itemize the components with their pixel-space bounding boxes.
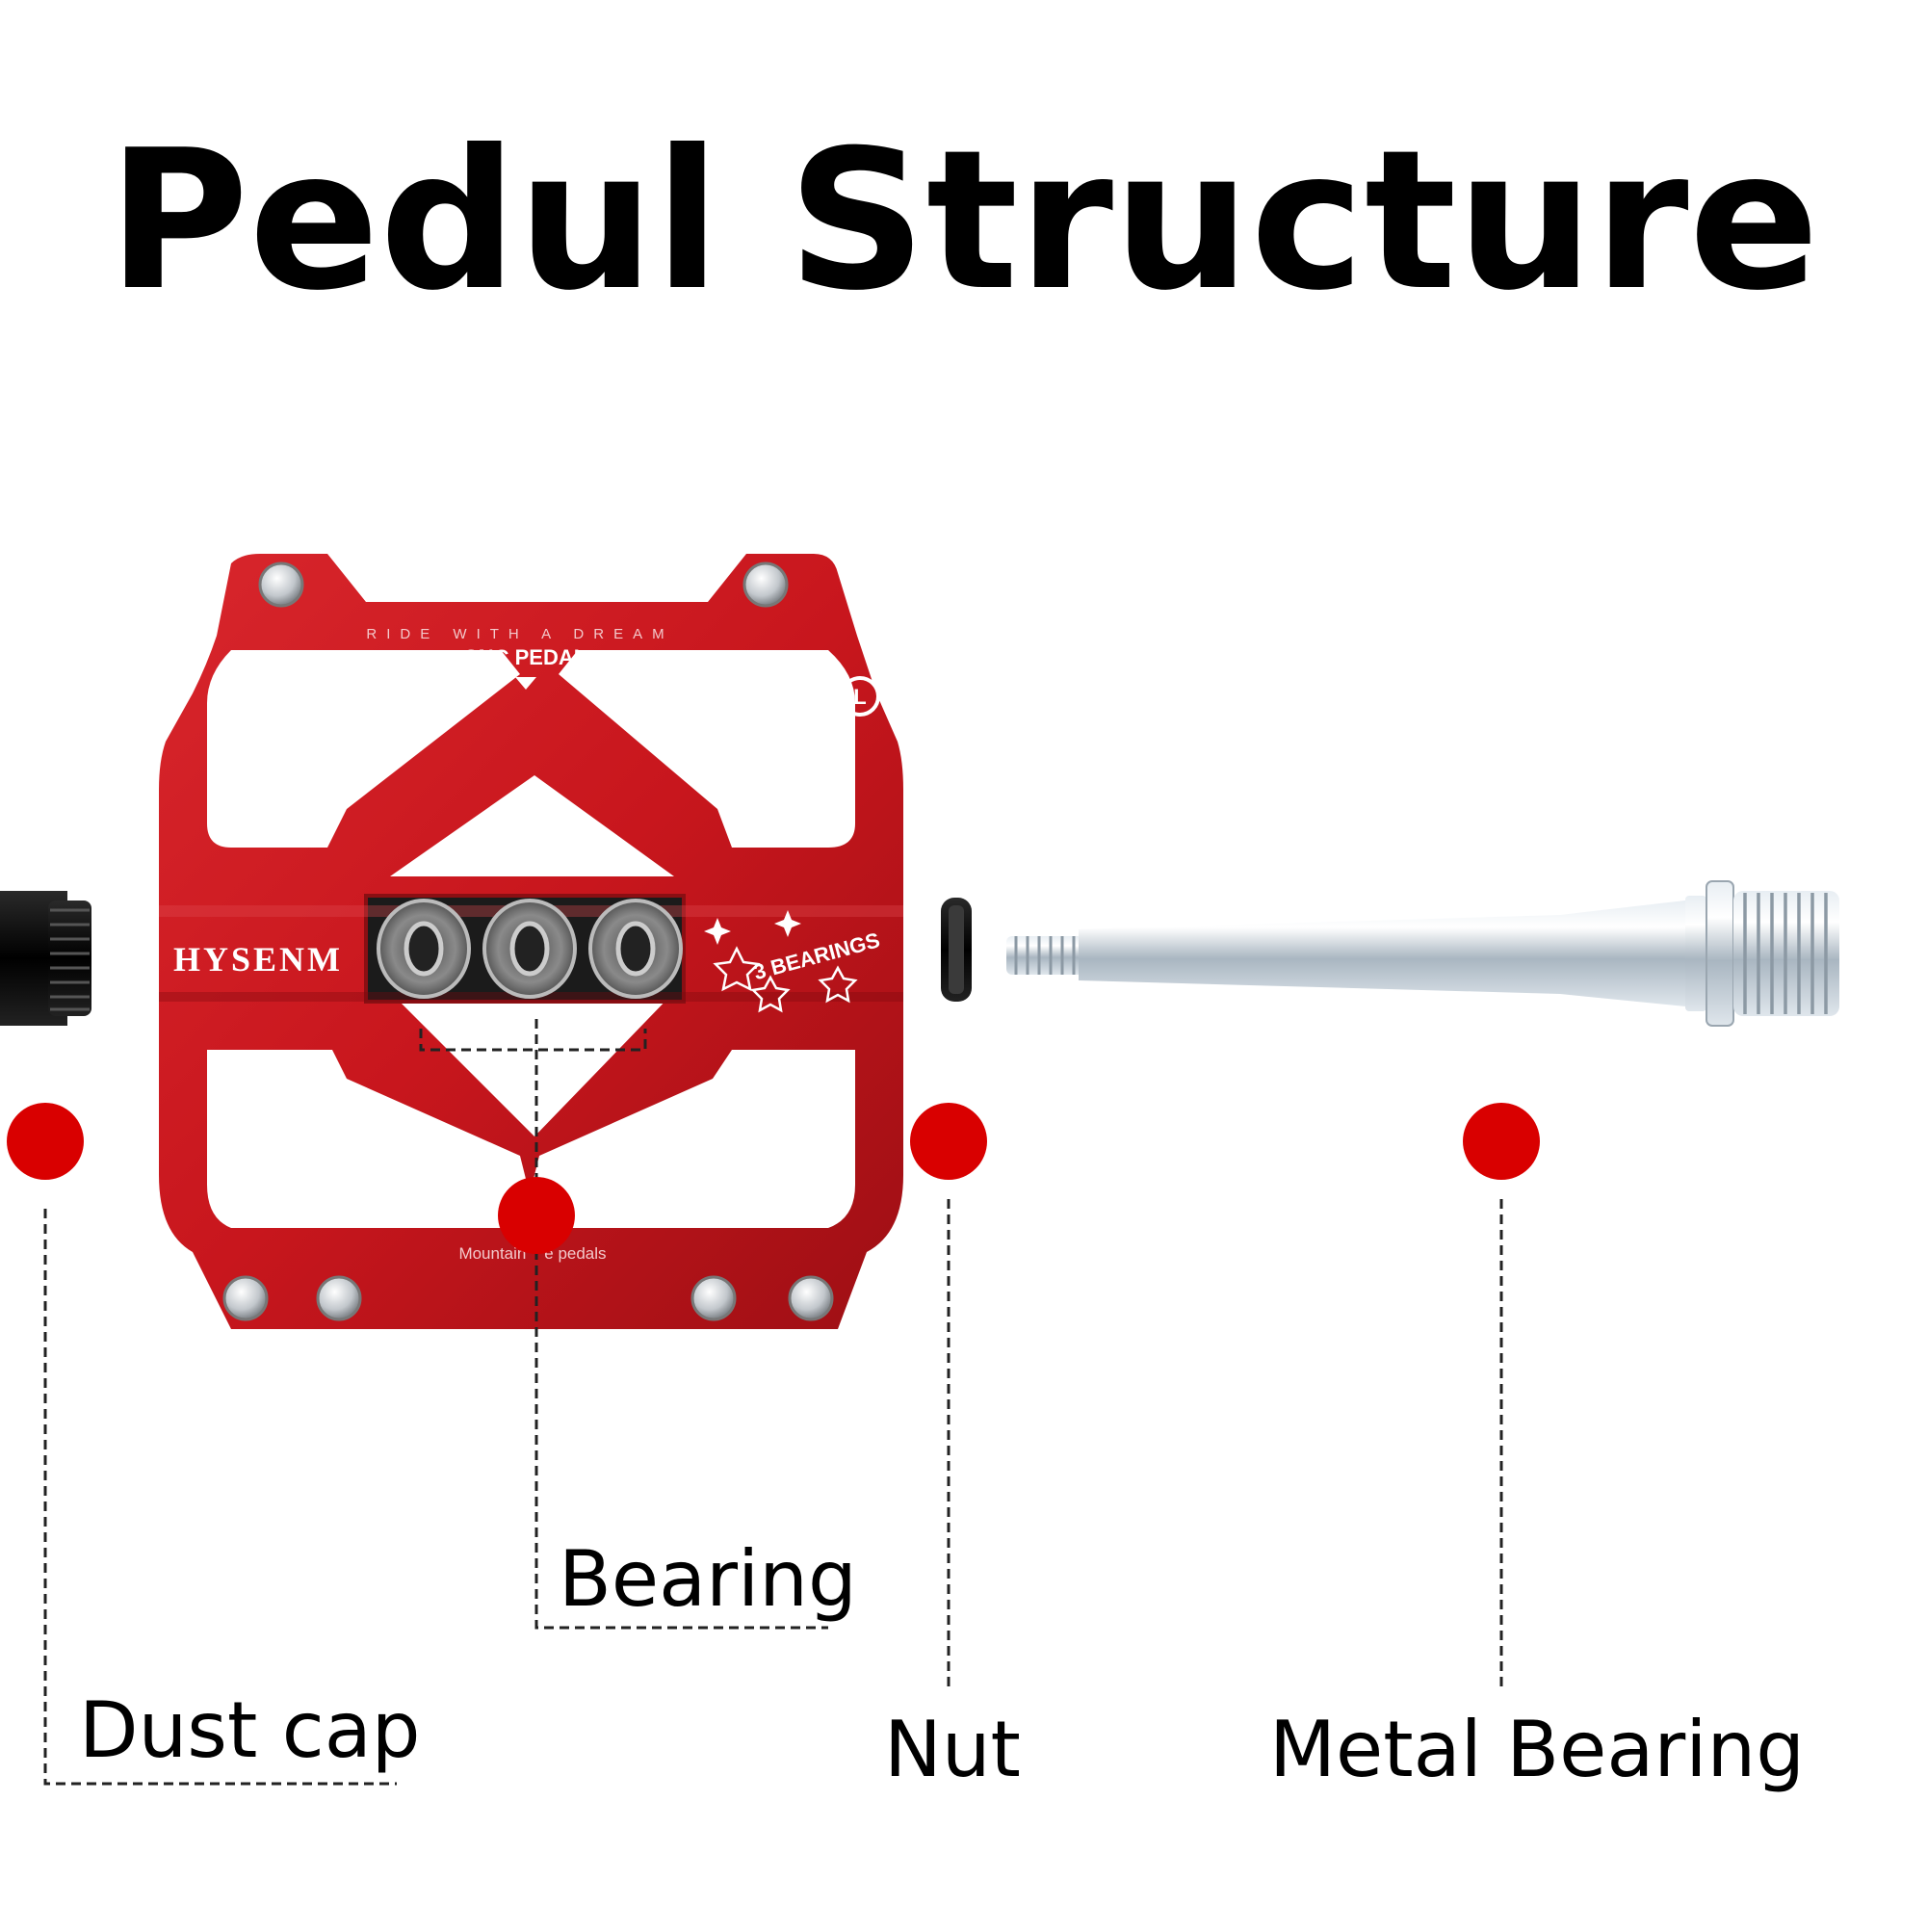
pedal-arrow-icon [515,677,536,690]
marker-dust-cap [7,1103,84,1180]
dust-cap-part [0,891,91,1026]
label-dust-cap: Dust cap [79,1685,421,1775]
marker-bearing [498,1177,575,1254]
bolt-icon [690,1275,737,1321]
label-bearing: Bearing [559,1534,857,1624]
label-metal-bearing: Metal Bearing [1269,1705,1806,1794]
bearing-1 [377,899,471,999]
bearing-2 [482,899,577,999]
marker-nut [910,1103,987,1180]
bolt-icon [788,1275,834,1321]
pedal-model: CNC PEDAL [463,645,586,669]
bearing-3 [588,899,683,999]
leader-lines [43,1019,1503,1786]
bolt-icon [742,561,789,608]
bearing-set [377,899,683,999]
side-mark-circle [840,676,880,717]
pedal-side-mark: L [853,685,866,709]
pedal-bolts [222,561,834,1321]
sparkle-icons [704,910,801,945]
pedal-slogan: RIDE WITH A DREAM [366,626,673,642]
leader-dust-cap [43,1209,397,1786]
nut-part [941,898,972,1002]
page-title: Pedul Structure [107,109,1820,333]
bolt-icon [316,1275,362,1321]
bolt-icon [258,561,304,608]
marker-metal-bearing [1463,1103,1540,1180]
label-nut: Nut [884,1705,1021,1794]
metal-bearing-axle [1006,880,1839,1027]
star-outline-icons [713,946,858,1013]
leader-bearing-bracket [419,1029,647,1052]
pedal-brand: HYSENM [173,940,343,979]
bolt-icon [222,1275,269,1321]
markers [7,1103,1540,1254]
